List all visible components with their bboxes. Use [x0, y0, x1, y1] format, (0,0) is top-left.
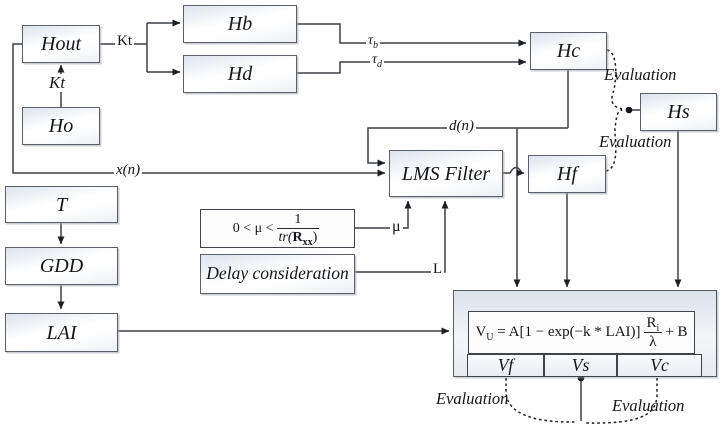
tau-b-label: τb: [366, 33, 381, 51]
mu-constraint-fraction: 1 tr(Rxx): [276, 212, 320, 248]
hf-box: Hf: [528, 155, 606, 193]
v-symbol: V: [475, 324, 487, 340]
vc-cell: Vc: [617, 354, 702, 377]
lms-filter-label: LMS Filter: [401, 162, 491, 185]
evaluation-middle-label: Evaluation: [599, 132, 672, 151]
mu-constraint-lhs: 0 < μ <: [232, 220, 274, 236]
tau-b-sub: b: [373, 39, 379, 51]
hb-label: Hb: [227, 13, 253, 35]
kt-feedback-label: Kt: [47, 73, 68, 92]
hd-label: Hd: [227, 63, 253, 85]
mu-constraint-box: 0 < μ < 1 tr(Rxx): [200, 209, 355, 248]
r-symbol: R: [646, 314, 657, 331]
lai-label: LAI: [46, 321, 77, 344]
hout-label: Hout: [41, 33, 81, 55]
r-subscript: i: [656, 322, 660, 334]
v-formula: VU = A[1 − exp(−k * LAI)]: [475, 324, 641, 343]
tau-d-base: τ: [372, 52, 378, 67]
lms-filter-box: LMS Filter: [389, 150, 503, 197]
v-formula-tail: + B: [665, 324, 688, 340]
hc-box: Hc: [530, 32, 607, 70]
lai-box: LAI: [5, 313, 118, 352]
hb-box: Hb: [183, 5, 297, 43]
v-formula-box: VU = A[1 − exp(−k * LAI)] Ri λ + B: [468, 311, 695, 354]
junction-dot-hs: [625, 106, 633, 114]
vs-cell: Vs: [544, 354, 617, 377]
l-label: L: [431, 261, 445, 278]
ho-box: Ho: [22, 107, 100, 145]
d-n-label: d(n): [447, 118, 476, 135]
delay-label: Delay consideration: [206, 263, 349, 284]
evaluation-bottom-left-label: Evaluation: [436, 389, 509, 408]
mu-fraction-denominator: tr(Rxx): [277, 229, 320, 248]
v-subscript: U: [486, 332, 494, 343]
hs-label: Hs: [667, 101, 690, 123]
t-box: T: [5, 186, 118, 223]
gdd-box: GDD: [5, 247, 118, 285]
den-r: R: [292, 230, 303, 245]
evaluation-top-label: Evaluation: [604, 65, 677, 84]
tau-d-sub: d: [377, 58, 383, 70]
hd-box: Hd: [183, 55, 297, 93]
v-formula-fraction: Ri λ: [643, 314, 663, 350]
vf-cell: Vf: [467, 354, 544, 377]
evaluation-bottom-right-label: Evaluation: [612, 396, 685, 415]
vc-label: Vc: [650, 355, 669, 375]
mu-label: μ: [390, 218, 403, 236]
hf-label: Hf: [557, 163, 577, 185]
mu-fraction-numerator: 1: [276, 212, 320, 229]
lambda-symbol: λ: [649, 334, 657, 350]
tau-b-base: τ: [368, 33, 374, 48]
delay-consideration-box: Delay consideration: [200, 254, 355, 294]
ho-label: Ho: [48, 115, 74, 137]
den-tr: tr(: [278, 230, 293, 245]
den-sub: xx: [302, 236, 313, 248]
t-label: T: [55, 193, 68, 216]
x-n-label: x(n): [114, 162, 143, 179]
hout-box: Hout: [22, 25, 100, 63]
tau-d-label: τd: [370, 52, 385, 70]
gdd-label: GDD: [39, 255, 84, 277]
hc-label: Hc: [556, 40, 581, 62]
v-equation-body: = A[1 − exp(−k * LAI)]: [497, 324, 641, 340]
hs-box: Hs: [640, 93, 717, 131]
vs-label: Vs: [571, 355, 590, 375]
vf-label: Vf: [497, 355, 514, 375]
den-close: ): [312, 230, 318, 245]
kt-gain-label: Kt: [115, 33, 134, 50]
v-fraction-numerator: Ri: [643, 314, 663, 334]
